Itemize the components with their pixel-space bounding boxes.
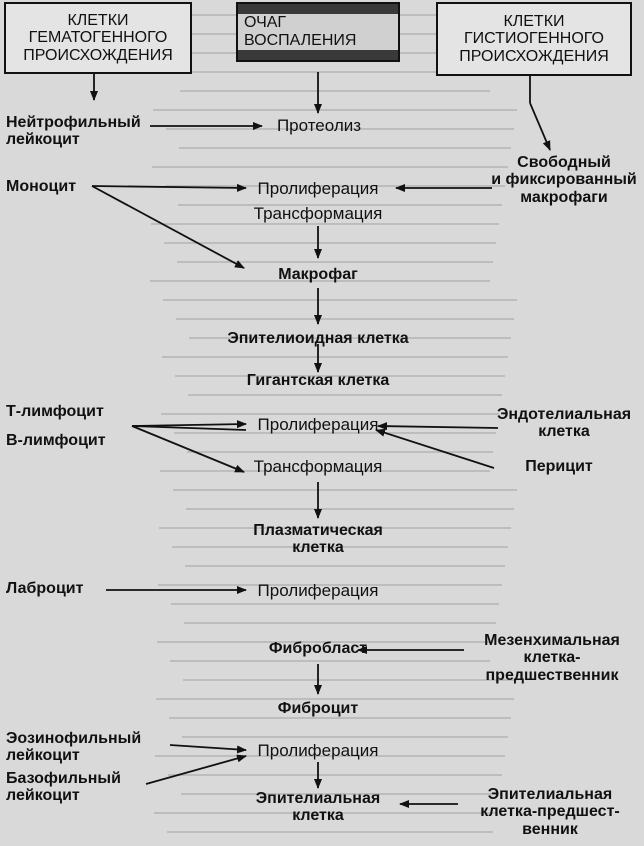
proliferation-1-label: Пролиферация <box>257 179 379 198</box>
background-line <box>161 413 499 415</box>
background-line <box>180 90 490 92</box>
background-line <box>183 679 517 681</box>
background-line <box>171 603 499 605</box>
proliferation-2-label: Пролиферация <box>257 415 379 434</box>
background-line <box>166 128 514 130</box>
background-line <box>168 774 502 776</box>
epithelial-precursor-label: Эпителиальная клетка-предшест- венник <box>480 786 620 838</box>
transformation-1-label: Трансформация <box>253 204 383 223</box>
background-line <box>158 584 502 586</box>
giant-cell-label: Гигантская клетка <box>246 372 390 389</box>
arrow-endothelial-proliferation <box>377 422 499 431</box>
endothelial-cell-label: Эндотелиальная клетка <box>496 406 632 441</box>
proteolysis-label: Протеолиз <box>276 116 362 135</box>
fibrocyte-label: Фиброцит <box>277 700 359 717</box>
inflammation-focus-box: ОЧАГ ВОСПАЛЕНИЯ <box>236 2 400 62</box>
background-line <box>173 489 517 491</box>
background-line <box>162 356 508 358</box>
proliferation-4-label: Пролиферация <box>257 741 379 760</box>
background-line <box>167 71 493 73</box>
monocyte-label: Моноцит <box>6 178 77 195</box>
background-line <box>150 280 490 282</box>
background-line <box>178 204 502 206</box>
background-line <box>174 432 496 434</box>
background-line <box>163 299 517 301</box>
background-line <box>169 717 511 719</box>
plasma-cell-label: Плазматическая клетка <box>253 522 383 557</box>
proliferation-3-label: Пролиферация <box>257 581 379 600</box>
background-line <box>154 812 496 814</box>
neutrophil-label: Нейтрофильный лейкоцит <box>6 114 141 149</box>
basophil-label: Базофильный лейкоцит <box>6 770 121 805</box>
background-line <box>185 565 505 567</box>
mesenchymal-precursor-label: Мезенхимальная клетка- предшественник <box>484 632 620 684</box>
fibroblast-label: Фибробласт <box>268 640 368 657</box>
macrophages-label: Свободный и фиксированный макрофаги <box>491 154 637 206</box>
macrophage-label: Макрофаг <box>278 266 358 283</box>
background-line <box>177 261 493 263</box>
arrow-pericyte-proliferation <box>375 428 495 469</box>
background-line <box>164 242 496 244</box>
background-line <box>182 736 508 738</box>
inflammation-focus-label: ОЧАГ ВОСПАЛЕНИЯ <box>238 14 398 50</box>
background-line <box>176 318 514 320</box>
labrocyte-label: Лаброцит <box>6 580 84 597</box>
arrow-b-lymph-proliferation <box>131 425 247 431</box>
background-line <box>167 831 493 833</box>
background-line <box>165 185 505 187</box>
background-line <box>170 660 490 662</box>
background-line <box>152 166 508 168</box>
pericyte-label: Перицит <box>525 458 593 475</box>
background-line <box>184 622 496 624</box>
arrow-monocyte-macrophage <box>91 185 245 269</box>
background-line <box>188 394 502 396</box>
epithelial-cell-label: Эпителиальная клетка <box>255 790 381 825</box>
arrow-b-lymph-transformation <box>131 425 245 473</box>
background-line <box>189 337 511 339</box>
eosinophil-label: Эозинофильный лейкоцит <box>6 730 142 765</box>
background-line <box>187 451 493 453</box>
epithelioid-cell-label: Эпителиоидная клетка <box>227 330 409 347</box>
background-line <box>186 508 514 510</box>
arrow-monocyte-proliferation <box>91 183 247 192</box>
background-line <box>175 375 505 377</box>
background-line <box>160 470 490 472</box>
transformation-2-label: Трансформация <box>253 457 383 476</box>
t-lymphocyte-label: Т-лимфоцит <box>6 403 104 420</box>
background-line <box>155 755 505 757</box>
background-line <box>181 793 499 795</box>
arrow-t-lymph-proliferation <box>131 420 247 429</box>
background-line <box>172 546 508 548</box>
background-line <box>156 698 514 700</box>
histiogenous-cells-box: КЛЕТКИ ГИСТИОГЕННОГО ПРОИСХОЖДЕНИЯ <box>436 2 632 76</box>
background-line <box>157 641 493 643</box>
background-line <box>151 223 499 225</box>
b-lymphocyte-label: В-лимфоцит <box>6 432 106 449</box>
arrow-basophil-proliferation <box>145 754 247 785</box>
background-line <box>153 109 517 111</box>
background-line <box>159 527 511 529</box>
background-line <box>179 147 511 149</box>
hematogenous-cells-box: КЛЕТКИ ГЕМАТОГЕННОГО ПРОИСХОЖДЕНИЯ <box>4 2 192 74</box>
arrow-eosinophil-proliferation <box>169 744 247 754</box>
arrow-histiogenous-to-macrophages-2 <box>529 102 551 151</box>
